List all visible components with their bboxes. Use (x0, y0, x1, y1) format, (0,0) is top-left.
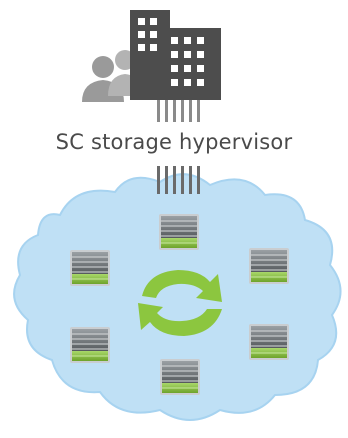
building-connector (157, 100, 200, 122)
storage-server-icon (248, 323, 290, 361)
diagram-title: SC storage hypervisor (55, 130, 293, 154)
storage-server-icon (159, 358, 201, 396)
storage-server-icon (248, 247, 290, 285)
storage-server-icon (69, 326, 111, 364)
storage-server-icon (158, 213, 200, 251)
sync-arrows-icon (138, 270, 222, 336)
storage-server-icon (69, 249, 111, 287)
office-building-icon (130, 10, 221, 100)
cloud-connector (157, 166, 200, 194)
